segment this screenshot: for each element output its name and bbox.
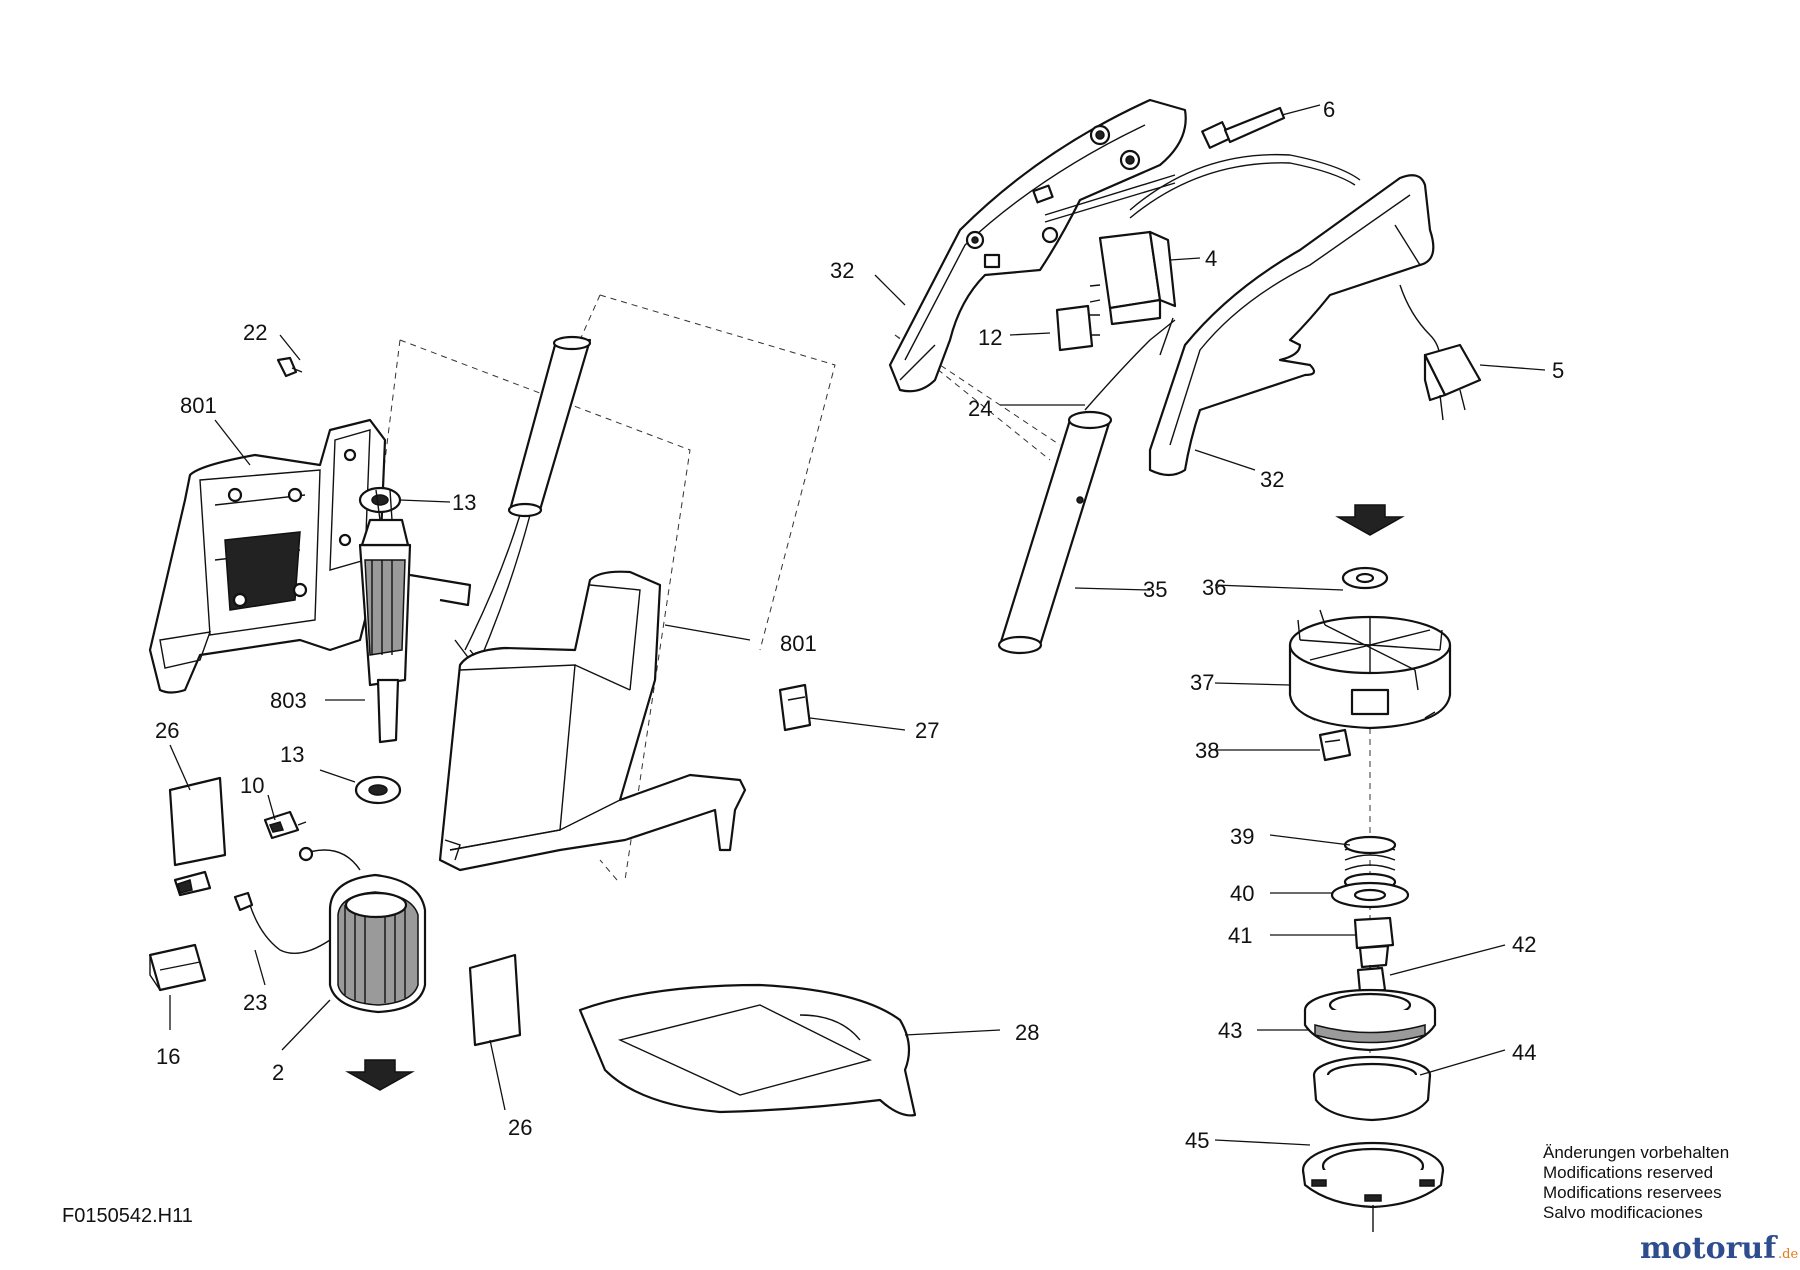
callout-12: 12 <box>978 325 1002 350</box>
callout-38: 38 <box>1195 738 1219 763</box>
callout-13-lower: 13 <box>280 742 304 767</box>
callout-37: 37 <box>1190 670 1214 695</box>
callout-32-lower: 32 <box>1260 467 1284 492</box>
part-28-base-plate <box>578 983 917 1117</box>
callout-32-upper: 32 <box>830 258 854 283</box>
part-41-shaft <box>1353 916 1395 985</box>
callout-23: 23 <box>243 990 267 1015</box>
callout-42: 42 <box>1512 932 1536 957</box>
callout-5: 5 <box>1552 358 1564 383</box>
part-22-screw <box>276 356 303 378</box>
direction-arrow-left <box>345 1059 415 1091</box>
part-26-shim-lower <box>468 953 522 1047</box>
part-2-stator <box>328 873 427 1014</box>
callout-801-left: 801 <box>180 393 217 418</box>
part-38-clip <box>1318 728 1352 762</box>
part-switch-small <box>173 870 212 897</box>
callout-45: 45 <box>1185 1128 1209 1153</box>
notice-line-en: Modifications reserved <box>1543 1163 1713 1182</box>
callout-16: 16 <box>156 1044 180 1069</box>
callout-27: 27 <box>915 718 939 743</box>
callout-2: 2 <box>272 1060 284 1085</box>
part-13-bearing-lower <box>354 775 402 805</box>
part-24-cable <box>1044 153 1361 411</box>
part-40-spring-cup <box>1330 881 1410 909</box>
part-12-capacitor <box>1055 304 1100 352</box>
callout-13-upper: 13 <box>452 490 476 515</box>
callout-22: 22 <box>243 320 267 345</box>
part-26-shim-upper <box>168 776 227 867</box>
callout-39: 39 <box>1230 824 1254 849</box>
part-35-tube <box>997 410 1113 655</box>
notice-line-es: Salvo modificaciones <box>1543 1203 1703 1222</box>
callout-36: 36 <box>1202 575 1226 600</box>
callout-6: 6 <box>1323 97 1335 122</box>
part-803-armature <box>358 489 472 744</box>
callout-803: 803 <box>270 688 307 713</box>
callout-43: 43 <box>1218 1018 1242 1043</box>
drawing-code: F0150542.H11 <box>62 1205 193 1227</box>
modification-notice: Änderungen vorbehalten Modifications res… <box>1543 1143 1729 1222</box>
part-42-nut <box>1356 966 1387 994</box>
callout-28: 28 <box>1015 1020 1039 1045</box>
part-36-washer <box>1341 566 1389 590</box>
notice-line-fr: Modifications reservees <box>1543 1183 1722 1202</box>
notice-line-de: Änderungen vorbehalten <box>1543 1143 1729 1162</box>
callout-41: 41 <box>1228 923 1252 948</box>
callout-labels: 6 4 5 12 24 32 32 22 801 13 803 13 35 36… <box>155 97 1564 1153</box>
part-45-cap <box>1301 1141 1445 1232</box>
callout-26-upper: 26 <box>155 718 179 743</box>
part-44-spool-housing <box>1312 1055 1432 1122</box>
callout-26-lower: 26 <box>508 1115 532 1140</box>
part-37-fan <box>1288 609 1452 730</box>
watermark-logo: motoruf .de <box>1640 1231 1798 1266</box>
part-27-clip <box>778 683 812 732</box>
watermark-suffix-text: .de <box>1778 1247 1798 1262</box>
part-5-plug <box>1399 284 1482 421</box>
callout-44: 44 <box>1512 1040 1536 1065</box>
callout-35: 35 <box>1143 577 1167 602</box>
part-4-switch <box>1089 230 1177 326</box>
part-16-cap <box>148 943 207 992</box>
part-801-housing-half <box>148 418 387 694</box>
part-10-connector <box>263 810 307 840</box>
part-43-spool <box>1303 988 1437 1052</box>
leader-lines <box>169 104 1546 1146</box>
part-23-wire-lead <box>233 846 361 954</box>
part-32-handle-half-left <box>888 98 1187 393</box>
callout-4: 4 <box>1205 246 1217 271</box>
part-6-cable <box>1201 106 1286 149</box>
callout-801-center: 801 <box>780 631 817 656</box>
part-801-motor-cover <box>438 570 747 872</box>
part-13-bearing-upper <box>358 486 402 514</box>
callout-24: 24 <box>968 396 992 421</box>
direction-arrow-right <box>1335 504 1405 536</box>
watermark-main-text: motoruf <box>1640 1231 1778 1266</box>
callout-10: 10 <box>240 773 264 798</box>
part-32-handle-half-right <box>1148 174 1435 477</box>
callout-40: 40 <box>1230 881 1254 906</box>
